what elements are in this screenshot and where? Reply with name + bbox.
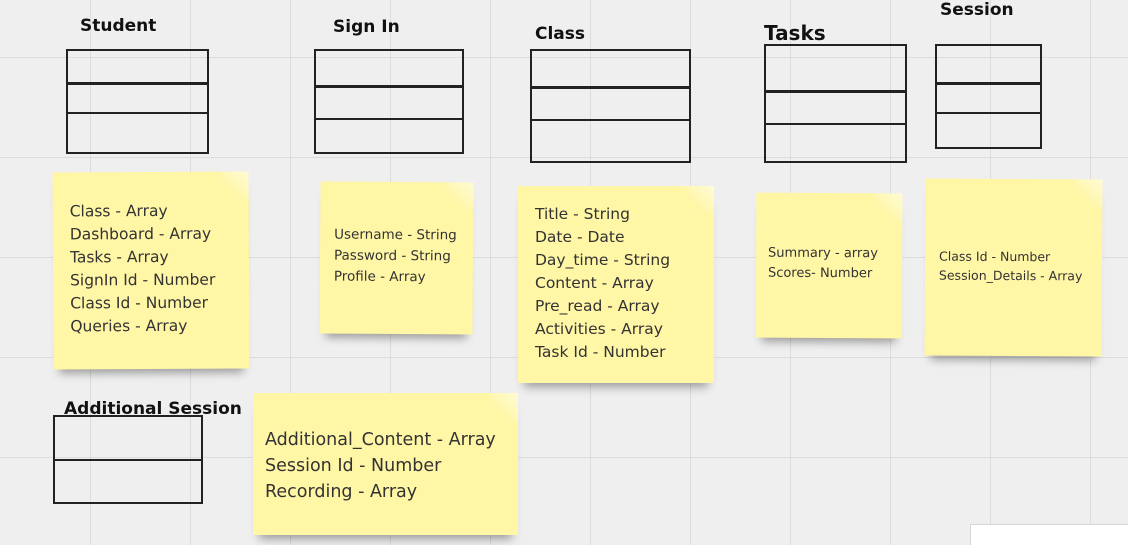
session-title: Session: [940, 0, 1014, 20]
entity-divider: [68, 112, 207, 114]
additional-session-attributes-note[interactable]: Additional_Content - Array Session Id - …: [253, 393, 518, 535]
attribute-line: Tasks - Array: [69, 247, 169, 267]
entity-divider: [766, 90, 905, 93]
student-attributes-note[interactable]: Class - Array Dashboard - Array Tasks - …: [52, 171, 250, 370]
attribute-line: Session_Details - Array: [938, 267, 1083, 284]
attribute-line: Session Id - Number: [265, 456, 442, 476]
student-entity-box[interactable]: [66, 49, 209, 154]
sign-in-attributes-note[interactable]: Username - String Password - String Prof…: [319, 181, 474, 335]
attribute-line: Profile - Array: [333, 268, 426, 286]
attribute-line: Recording - Array: [265, 482, 418, 502]
entity-divider: [532, 119, 689, 121]
entity-divider: [766, 123, 905, 125]
additional-session-entity-box[interactable]: [53, 415, 203, 504]
corner-panel: [970, 524, 1128, 545]
attribute-line: Additional_Content - Array: [265, 430, 496, 450]
tasks-title: Tasks: [764, 21, 826, 45]
attribute-line: Password - String: [333, 247, 451, 265]
class-title: Class: [535, 24, 586, 44]
attribute-line: Summary - array: [768, 245, 878, 262]
attribute-line: Date - Date: [535, 228, 625, 246]
class-attributes-note[interactable]: Title - String Date - Date Day_time - St…: [518, 186, 714, 383]
student-title: Student: [80, 16, 157, 36]
entity-divider: [316, 118, 462, 120]
attribute-line: Day_time - String: [535, 251, 671, 269]
attribute-line: Activities - Array: [535, 320, 663, 338]
entity-divider: [937, 82, 1040, 85]
additional-session-title: Additional Session: [64, 399, 242, 419]
attribute-line: Task Id - Number: [535, 343, 666, 361]
attribute-line: Queries - Array: [70, 316, 188, 336]
tasks-entity-box[interactable]: [764, 44, 907, 163]
attribute-line: Class Id - Number: [939, 248, 1051, 265]
sign-in-entity-box[interactable]: [314, 49, 464, 154]
entity-divider: [55, 459, 201, 461]
entity-divider: [937, 112, 1040, 114]
attribute-line: Title - String: [535, 205, 630, 223]
attribute-line: Class - Array: [69, 201, 168, 221]
class-entity-box[interactable]: [530, 49, 691, 163]
attribute-line: SignIn Id - Number: [70, 270, 216, 290]
session-entity-box[interactable]: [935, 44, 1042, 149]
attribute-line: Class Id - Number: [70, 293, 209, 313]
attribute-line: Pre_read - Array: [535, 297, 660, 315]
entity-divider: [532, 86, 689, 89]
attribute-line: Dashboard - Array: [69, 224, 212, 244]
attribute-line: Username - String: [334, 226, 457, 244]
tasks-attributes-note[interactable]: Summary - array Scores- Number: [755, 192, 903, 339]
attribute-line: Scores- Number: [767, 265, 873, 282]
entity-divider: [68, 82, 207, 85]
sign-in-title: Sign In: [333, 17, 400, 37]
entity-divider: [316, 85, 462, 88]
session-attributes-note[interactable]: Class Id - Number Session_Details - Arra…: [924, 178, 1103, 357]
attribute-line: Content - Array: [535, 274, 654, 292]
